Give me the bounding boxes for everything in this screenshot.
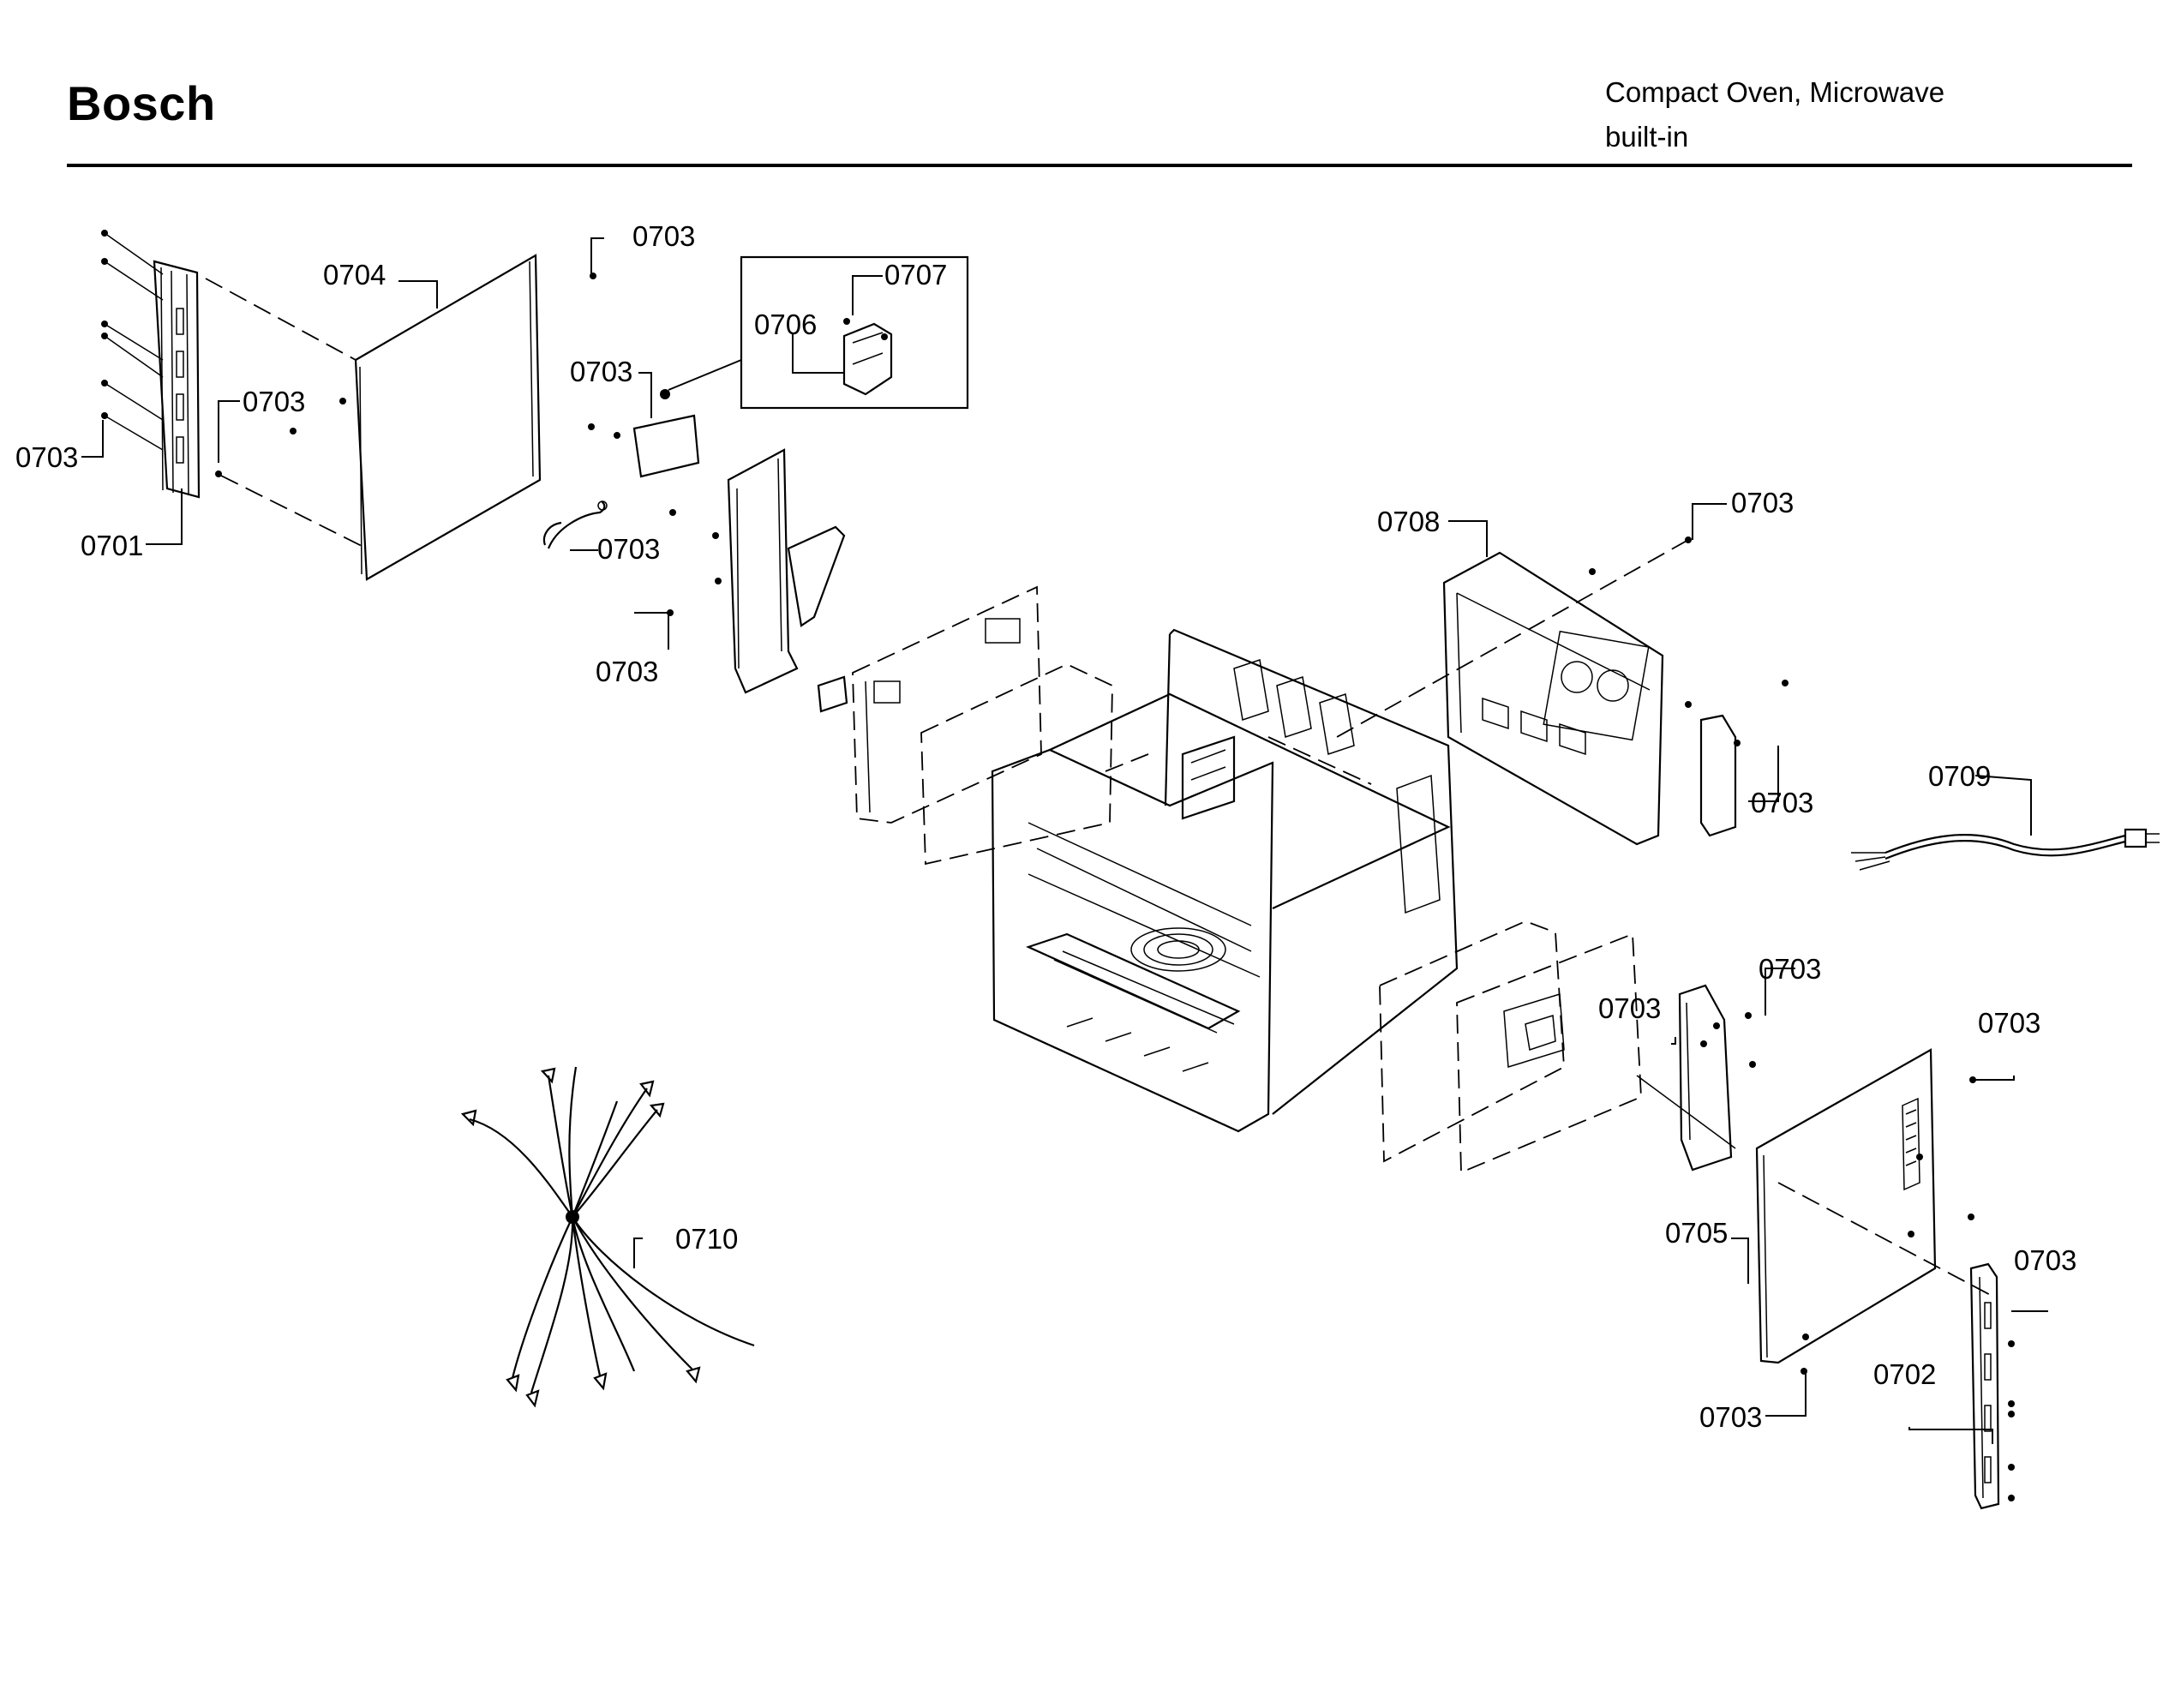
callout-0709: 0709 — [1928, 760, 1991, 792]
product-description: Compact Oven, Microwave built-in — [1605, 70, 1944, 159]
bracket-assembly — [614, 389, 848, 713]
oven-cavity — [991, 628, 1459, 1133]
callout-0703-c: 0703 — [243, 386, 305, 417]
detail-box-0706-0707 — [668, 255, 969, 410]
callout-0703-h: 0703 — [1751, 787, 1813, 818]
callout-0703-m: 0703 — [2014, 1244, 2076, 1276]
screws-left-trim — [101, 230, 222, 477]
bracket-right-back — [1685, 680, 1789, 837]
callout-0703-b: 0703 — [632, 220, 695, 252]
brand-title: Bosch — [67, 76, 216, 130]
leader-lines — [81, 237, 2048, 1444]
callout-0707: 0707 — [884, 259, 947, 291]
back-panel-0708 — [1336, 536, 1692, 846]
callout-0701: 0701 — [81, 530, 143, 561]
side-trim-left-0701 — [153, 260, 201, 499]
callout-0710: 0710 — [675, 1223, 738, 1255]
side-panel-right-0705 — [1755, 1048, 1998, 1364]
callout-0703-l: 0703 — [1699, 1401, 1762, 1433]
power-cord-0709 — [1851, 828, 2160, 871]
callout-labels: 0703 0704 0703 0703 0701 0703 0707 0706 … — [15, 220, 2076, 1433]
bracket-right-side — [1636, 984, 1756, 1172]
callout-0703-j: 0703 — [1598, 992, 1661, 1024]
callout-0703-f: 0703 — [596, 656, 658, 687]
callout-0706: 0706 — [754, 309, 817, 340]
product-line-2: built-in — [1605, 121, 1689, 153]
wire-bundle-0710 — [460, 1066, 755, 1408]
callout-0702: 0702 — [1873, 1358, 1936, 1390]
callout-0711: 0703 — [597, 533, 660, 565]
callout-0705: 0705 — [1665, 1217, 1728, 1249]
product-line-1: Compact Oven, Microwave — [1605, 76, 1945, 108]
callout-0704: 0704 — [323, 259, 386, 291]
callout-0708: 0708 — [1377, 506, 1440, 537]
insulation-panels-left — [852, 585, 1113, 866]
callout-0703-k: 0703 — [1978, 1007, 2040, 1039]
callout-0703-g: 0703 — [1731, 487, 1794, 518]
callout-0703-a: 0703 — [15, 441, 78, 473]
side-panel-0704 — [205, 254, 596, 581]
header-rule — [67, 164, 2132, 167]
callout-0703-d: 0703 — [570, 356, 632, 387]
callout-0703-i: 0703 — [1759, 953, 1821, 985]
insulation-panels-right — [1379, 920, 1642, 1174]
side-trim-right-0702 — [1801, 1262, 2015, 1510]
wire-harness-0711 — [542, 500, 608, 549]
